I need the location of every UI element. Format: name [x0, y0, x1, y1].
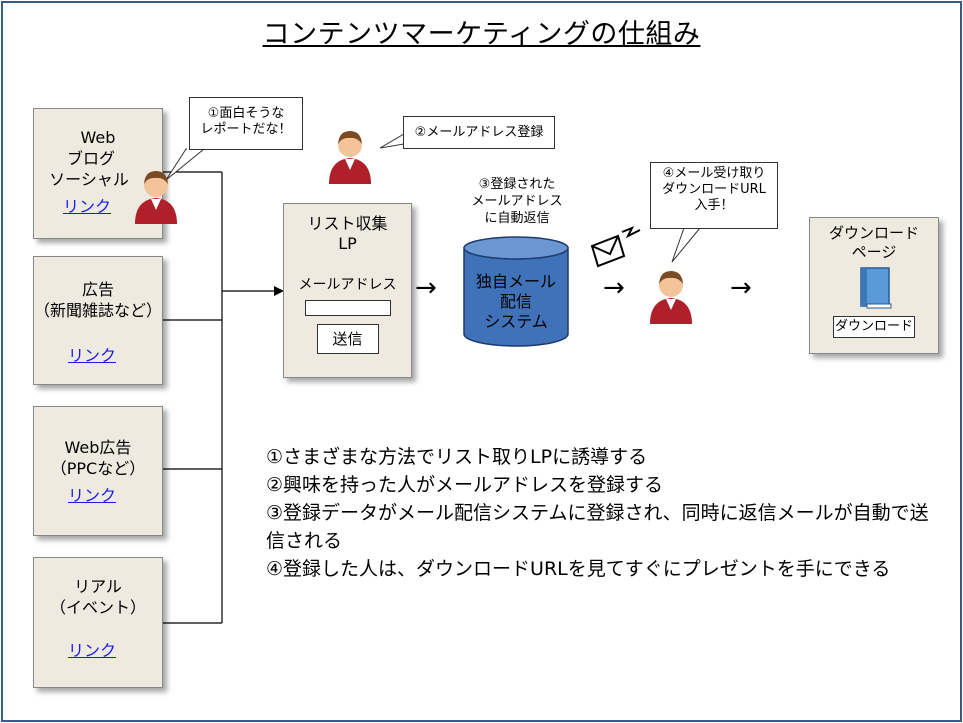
- person-icon: [648, 266, 694, 326]
- bubble-line: レポートだな！: [200, 122, 292, 137]
- bubble-line: ダウンロードURL: [662, 182, 766, 197]
- landing-page-box: リスト収集 LP メールアドレス 送信: [283, 203, 412, 378]
- flow-arrow: →: [730, 273, 752, 303]
- bubble-line: ④メール受け取り: [662, 166, 766, 181]
- source-line: （新聞雑誌など）: [34, 301, 163, 320]
- lp-title-line: LP: [338, 234, 357, 253]
- mail-system-cylinder: 独自メール 配信 システム: [462, 236, 570, 348]
- email-label: メールアドレス: [298, 277, 397, 293]
- dl-title-line: ページ: [851, 243, 897, 261]
- source-line: （PPCなど）: [50, 459, 146, 478]
- flow-arrow: →: [415, 273, 437, 303]
- step-item: ③登録データがメール配信システムに登録され、同時に返信メールが自動で送信される: [266, 502, 929, 552]
- source-line: 広告: [81, 280, 114, 299]
- source-box-web-ads: Web広告 （PPCなど） リンク: [33, 406, 163, 536]
- flow-arrow: →: [603, 273, 625, 303]
- source-link[interactable]: リンク: [67, 346, 116, 365]
- note-line: メールアドレス: [471, 194, 563, 209]
- source-line: Web: [80, 128, 116, 147]
- source-link[interactable]: リンク: [67, 486, 116, 505]
- lp-title-line: リスト収集: [307, 214, 388, 233]
- submit-button[interactable]: 送信: [316, 324, 379, 354]
- speech-bubble-interest: ①面白そうな レポートだな！: [189, 97, 303, 150]
- dl-title-line: ダウンロード: [828, 224, 919, 242]
- email-field[interactable]: [304, 300, 391, 316]
- person-icon: [133, 166, 179, 226]
- source-line: リアル: [74, 577, 122, 596]
- source-link[interactable]: リンク: [62, 197, 111, 216]
- source-line: ソーシャル: [49, 170, 129, 189]
- person-icon: [327, 126, 373, 186]
- source-box-ads: 広告 （新聞雑誌など） リンク: [33, 256, 163, 385]
- note-line: に自動返信: [484, 211, 550, 226]
- note-line: ③登録された: [478, 177, 556, 192]
- bubble-line: ①面白そうな: [207, 106, 285, 121]
- source-line: （イベント）: [49, 598, 146, 617]
- steps-list: ①さまざまな方法でリスト取りLPに誘導する ②興味を持った人がメールアドレスを登…: [266, 443, 946, 583]
- auto-reply-note: ③登録された メールアドレス に自動返信: [458, 176, 576, 227]
- download-button[interactable]: ダウンロード: [833, 316, 915, 338]
- bubble-line: 入手！: [694, 198, 734, 213]
- system-line: 独自メール: [475, 272, 556, 291]
- envelope-icon: [588, 224, 646, 268]
- step-item: ①さまざまな方法でリスト取りLPに誘導する: [266, 446, 648, 468]
- step-item: ②興味を持った人がメールアドレスを登録する: [266, 474, 664, 496]
- source-line: Web広告: [64, 438, 132, 457]
- download-page-box: ダウンロード ページ ダウンロード: [809, 217, 939, 354]
- source-link[interactable]: リンク: [67, 641, 116, 660]
- speech-bubble-register: ②メールアドレス登録: [403, 116, 555, 149]
- step-item: ④登録した人は、ダウンロードURLを見てすぐにプレゼントを手にできる: [266, 558, 891, 580]
- source-box-real: リアル （イベント） リンク: [33, 557, 163, 688]
- system-line: 配信: [499, 292, 532, 311]
- source-line: ブログ: [66, 149, 115, 168]
- book-icon: [854, 266, 894, 310]
- system-line: システム: [484, 312, 548, 331]
- speech-bubble-receive: ④メール受け取り ダウンロードURL 入手！: [650, 162, 778, 229]
- page-title: コンテンツマーケティングの仕組み: [262, 19, 701, 50]
